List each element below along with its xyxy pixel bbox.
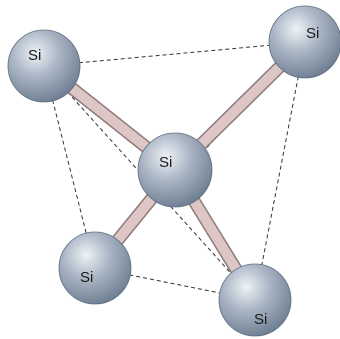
atom-top-left: Si	[7, 29, 81, 103]
atom-label-bottom-right: Si	[254, 311, 267, 328]
atom-bottom-right: Si	[218, 263, 292, 337]
atom-bottom-left: Si	[58, 231, 132, 305]
atom-label-bottom-left: Si	[80, 269, 93, 286]
atom-label-center: Si	[159, 154, 172, 171]
atom-label-top-right: Si	[306, 25, 319, 42]
edge-top-right-bottom-right	[254, 41, 306, 301]
edge-top-left-top-right	[43, 41, 306, 67]
atom-top-right: Si	[268, 5, 340, 79]
atom-center: Si	[137, 132, 213, 208]
atom-label-top-left: Si	[28, 47, 41, 64]
